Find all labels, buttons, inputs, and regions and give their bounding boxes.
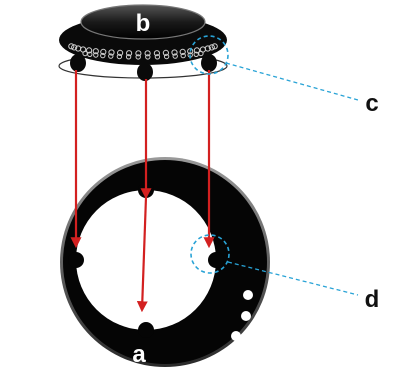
cap-leg (137, 63, 153, 81)
notch-bottom (138, 322, 154, 338)
notch-left (68, 252, 84, 268)
rim-notch (243, 290, 253, 300)
notch-right (208, 252, 224, 268)
callout-c-leader (226, 63, 358, 100)
label-a: a (132, 341, 146, 368)
label-b: b (136, 10, 151, 37)
rim-notch (231, 331, 241, 341)
label-c: c (365, 90, 378, 117)
burner-ring (60, 157, 270, 367)
rim-notch (241, 311, 251, 321)
label-d: d (365, 286, 380, 313)
